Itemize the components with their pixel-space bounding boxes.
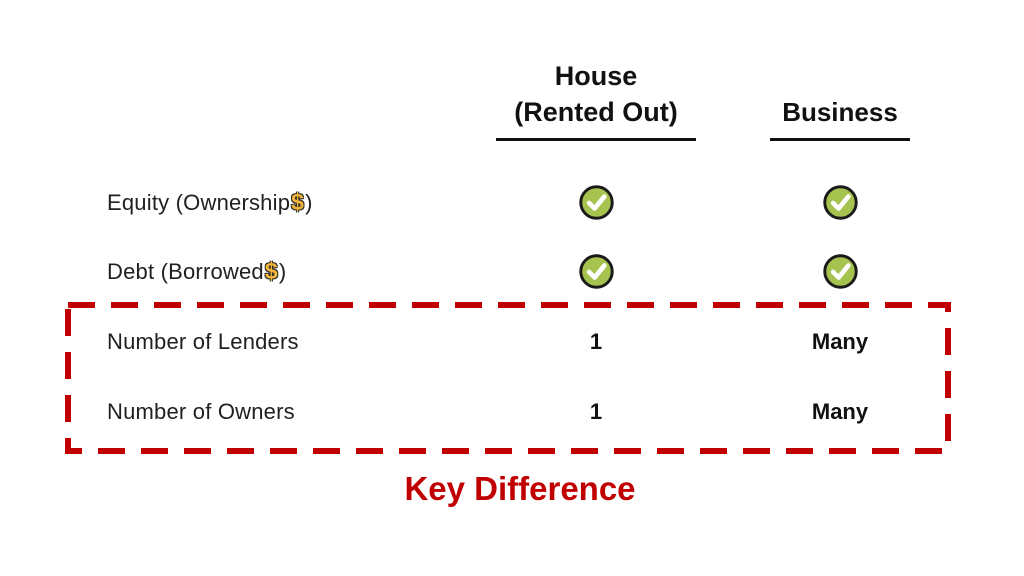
house-header-underline: House (Rented Out) xyxy=(496,58,696,141)
row-label-text: Number of Owners xyxy=(107,398,295,424)
house-header-line1: House xyxy=(554,61,638,91)
check-circle-icon xyxy=(578,185,614,220)
cell-debt-business xyxy=(718,253,962,290)
dollar-icon: $ xyxy=(264,258,278,284)
cell-equity-business xyxy=(718,184,962,221)
cell-lenders-house: 1 xyxy=(470,323,722,360)
cell-lenders-business: Many xyxy=(718,323,962,360)
check-circle-icon xyxy=(822,254,858,289)
row-label-debt: Debt (Borrowed$) xyxy=(107,253,467,290)
row-label-text: Equity (Ownership xyxy=(107,189,291,215)
row-label-text: ) xyxy=(278,258,287,284)
column-header-house: House (Rented Out) xyxy=(470,58,722,141)
check-circle-icon xyxy=(822,185,858,220)
dollar-icon: $ xyxy=(291,189,305,215)
cell-owners-business: Many xyxy=(718,393,962,430)
value-text: Many xyxy=(811,328,869,354)
value-text: Many xyxy=(811,398,869,424)
key-difference-caption: Key Difference xyxy=(404,470,636,507)
column-header-business: Business xyxy=(718,94,962,141)
cell-debt-house xyxy=(470,253,722,290)
row-label-owners: Number of Owners xyxy=(107,393,467,430)
value-text: 1 xyxy=(589,398,603,424)
row-label-text: ) xyxy=(305,189,313,215)
row-label-lenders: Number of Lenders xyxy=(107,323,467,360)
cell-owners-house: 1 xyxy=(470,393,722,430)
row-label-equity: Equity (Ownership$) xyxy=(107,184,467,221)
row-label-text: Debt (Borrowed xyxy=(107,258,264,284)
table-row-owners: Number of Owners 1 Many xyxy=(0,393,1024,430)
business-header-label: Business xyxy=(782,97,898,127)
house-header-line2: (Rented Out) xyxy=(514,97,678,127)
row-label-text: Number of Lenders xyxy=(107,328,299,354)
table-row-equity: Equity (Ownership$) xyxy=(0,184,1024,221)
business-header-underline: Business xyxy=(770,94,910,141)
value-text: 1 xyxy=(589,328,603,354)
table-row-lenders: Number of Lenders 1 Many xyxy=(0,323,1024,360)
check-circle-icon xyxy=(578,254,614,289)
table-row-debt: Debt (Borrowed$) xyxy=(0,253,1024,290)
cell-equity-house xyxy=(470,184,722,221)
